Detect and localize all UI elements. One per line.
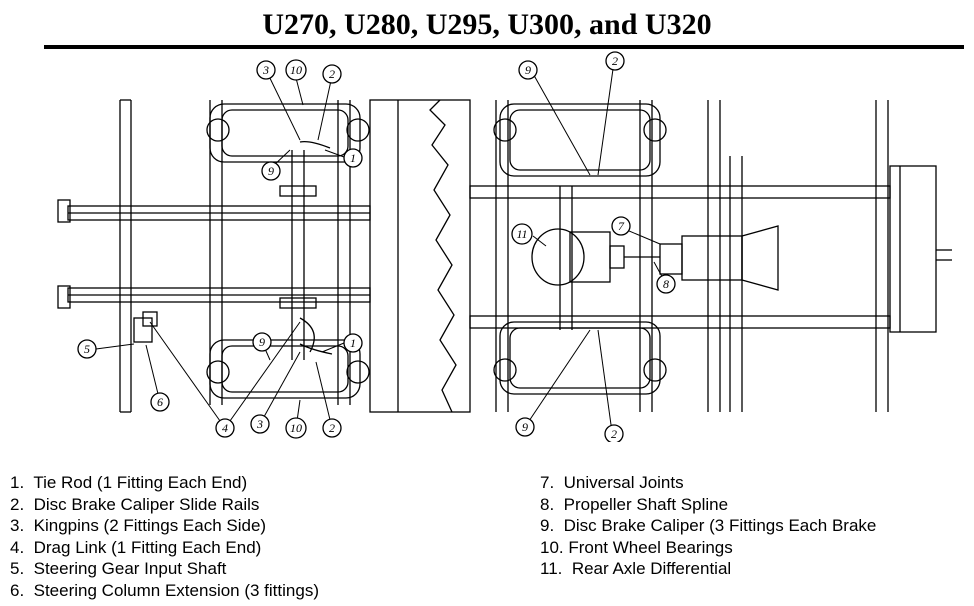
svg-text:9: 9	[525, 63, 531, 77]
callout-3-top: 3	[256, 60, 276, 80]
svg-text:5: 5	[84, 342, 90, 356]
svg-text:11: 11	[516, 227, 527, 241]
rear-cross-members	[495, 100, 889, 412]
callout-11: 11	[511, 223, 533, 245]
chassis-diagram: 3 10 2 1 9 9 2 11 7 8 5 6 4 3 10 2 9 1 9…	[57, 51, 952, 442]
svg-text:9: 9	[522, 420, 528, 434]
legend-item: 4. Drag Link (1 Fitting Each End)	[10, 537, 262, 557]
callout-2-bottom-rear: 2	[604, 424, 624, 442]
svg-text:2: 2	[329, 67, 335, 81]
svg-text:4: 4	[222, 421, 228, 435]
callout-9-bottom-rear: 9	[515, 417, 535, 437]
legend-item: 9. Disc Brake Caliper (3 Fittings Each B…	[540, 516, 877, 535]
svg-text:2: 2	[612, 54, 618, 68]
callout-6: 6	[150, 392, 170, 412]
svg-text:9: 9	[259, 335, 265, 349]
legend-item: 7. Universal Joints	[540, 473, 684, 492]
callout-1-bottom: 1	[343, 333, 363, 353]
legend-item: 8. Propeller Shaft Spline	[540, 494, 729, 514]
svg-text:2: 2	[611, 427, 617, 441]
callout-2-top-rear: 2	[605, 51, 625, 71]
callout-9-top-rear: 9	[518, 60, 538, 80]
steering-gear	[133, 311, 158, 343]
svg-text:7: 7	[618, 219, 625, 233]
callout-5: 5	[77, 339, 97, 359]
callout-4: 4	[215, 418, 235, 438]
svg-text:1: 1	[350, 336, 356, 350]
front-axle	[209, 100, 351, 405]
legend-item: 2. Disc Brake Caliper Slide Rails	[10, 494, 260, 514]
svg-text:9: 9	[268, 164, 274, 178]
rear-axle	[531, 186, 779, 330]
callout-3-bottom: 3	[250, 414, 270, 434]
callout-10-bottom: 10	[285, 417, 307, 439]
svg-text:2: 2	[329, 421, 335, 435]
legend-item: 11. Rear Axle Differential	[540, 559, 732, 578]
svg-text:3: 3	[256, 417, 263, 431]
callout-2-top: 2	[322, 64, 342, 84]
callout-9-top-front: 9	[261, 161, 281, 181]
rear-left-wheel	[493, 103, 667, 177]
leader-lines	[95, 61, 666, 433]
svg-text:10: 10	[290, 63, 302, 77]
legend-left: 1. Tie Rod (1 Fitting Each End) 2. Disc …	[10, 472, 319, 601]
legend-item: 1. Tie Rod (1 Fitting Each End)	[10, 473, 248, 492]
svg-text:1: 1	[350, 151, 356, 165]
legend-item: 3. Kingpins (2 Fittings Each Side)	[10, 516, 267, 535]
legend-item: 5. Steering Gear Input Shaft	[10, 559, 227, 578]
svg-text:6: 6	[157, 395, 163, 409]
front-right-wheel	[206, 339, 370, 399]
callout-markers: 3 10 2 1 9 9 2 11 7 8 5 6 4 3 10 2 9 1 9…	[77, 51, 676, 442]
svg-text:3: 3	[262, 63, 269, 77]
frame-break-section	[369, 99, 471, 413]
callout-8: 8	[656, 274, 676, 294]
callout-10-top: 10	[285, 59, 307, 81]
title-rule	[44, 45, 964, 49]
legend-item: 10. Front Wheel Bearings	[540, 537, 733, 557]
frame-rails	[67, 185, 891, 329]
tie-rod	[299, 140, 333, 355]
rear-hitch	[889, 165, 952, 333]
legend-item: 6. Steering Column Extension (3 fittings…	[10, 580, 319, 600]
callout-9-bottom-front: 9	[252, 332, 272, 352]
legend-right: 7. Universal Joints 8. Propeller Shaft S…	[540, 472, 876, 580]
diagram-title: U270, U280, U295, U300, and U320	[262, 8, 712, 41]
svg-text:8: 8	[663, 277, 669, 291]
callout-1-top: 1	[343, 148, 363, 168]
front-bumper	[57, 99, 132, 413]
callout-7: 7	[611, 216, 631, 236]
callout-2-bottom: 2	[322, 418, 342, 438]
svg-text:10: 10	[290, 421, 302, 435]
